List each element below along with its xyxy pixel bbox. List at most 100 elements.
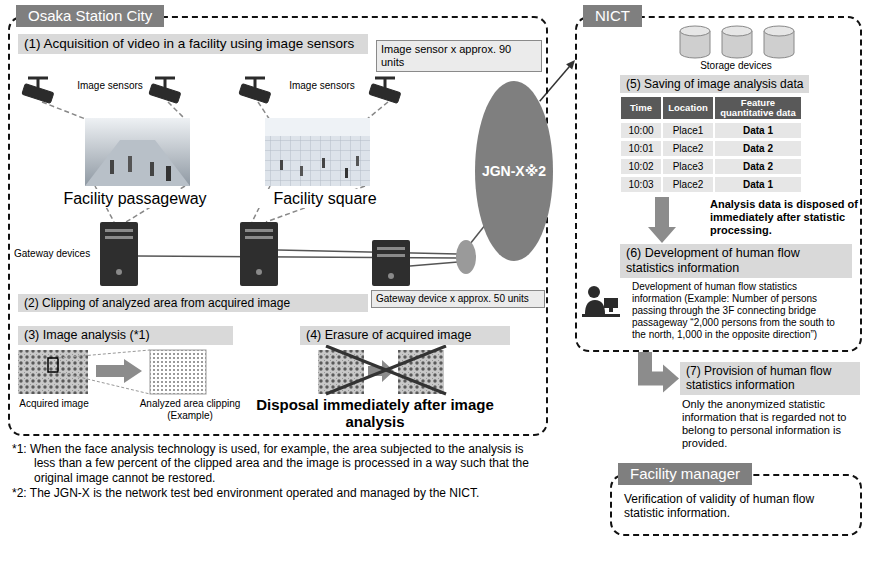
sensor-label: Image sensors	[282, 80, 362, 92]
count-box: Image sensor x approx. 90 units	[376, 40, 542, 72]
gateway-device	[100, 222, 138, 286]
table-header: Feature quantitative data	[714, 96, 802, 120]
sensor-link	[42, 102, 88, 120]
disposal-note: Disposal immediately after image analysi…	[230, 397, 520, 431]
storage-device	[680, 26, 710, 36]
facility-photo	[110, 160, 114, 174]
network-hub	[456, 240, 476, 274]
footnote: *1: When the face analysis technology is…	[12, 442, 548, 485]
sensor-link	[168, 102, 186, 120]
network-wire	[410, 262, 458, 266]
image-label: Acquired image	[12, 398, 96, 410]
table-header: Time	[620, 96, 662, 120]
count-text: Image sensor x approx. 90 units	[376, 40, 542, 72]
image-sensor	[22, 84, 54, 104]
analysis-picture	[96, 359, 142, 383]
facility-photo	[322, 158, 325, 168]
facility-photo	[356, 156, 359, 166]
gateway-device	[256, 269, 262, 275]
storage-device	[680, 26, 794, 58]
image-label: Analyzed area clipping (Example)	[132, 398, 248, 422]
image-sensor	[239, 84, 271, 104]
flow-arrow	[540, 60, 575, 101]
arrow-head	[566, 60, 575, 69]
table-cell: Data 1	[714, 122, 802, 139]
facility-photo	[85, 140, 190, 186]
manager-region: Facility managerVerification of validity…	[610, 474, 862, 536]
table-cell: Data 2	[714, 158, 802, 175]
step-title: (5) Saving of image analysis data	[620, 75, 809, 93]
gateway-device	[377, 247, 405, 250]
gateway-device	[245, 229, 273, 232]
gateway-device	[372, 240, 410, 286]
gateway-device	[388, 273, 394, 279]
network-ellipse-shape	[475, 81, 553, 261]
image-sensor	[369, 84, 401, 104]
analysis-picture	[58, 350, 150, 358]
gateway-device	[240, 222, 278, 286]
region-title: Facility manager	[618, 463, 752, 485]
facility-photo	[150, 162, 154, 176]
network-ellipse: JGN-X※2	[474, 80, 554, 262]
analysis-picture	[18, 350, 88, 394]
step-note: Only the anonymized statistic informatio…	[680, 395, 860, 454]
table-cell: Place1	[662, 122, 714, 139]
place-label: Facility passageway	[40, 189, 230, 208]
step-title: (6) Development of human flow statistics…	[620, 244, 852, 278]
disposal-note: Analysis data is disposed of immediately…	[710, 198, 860, 238]
analysis-picture	[150, 350, 206, 394]
table-cell: Place2	[662, 140, 714, 157]
table-header: Location	[662, 96, 714, 120]
storage-label: Storage devices	[672, 60, 800, 72]
analyst-icon	[609, 308, 613, 312]
step-band: (3) Image analysis (*1)	[18, 326, 233, 345]
step-title: (2) Clipping of analyzed area from acqui…	[18, 294, 368, 312]
place-label: Facility square	[255, 189, 395, 208]
analysis-picture	[18, 350, 206, 394]
table-cell: Place2	[662, 176, 714, 193]
facility-photo	[166, 166, 171, 181]
table-cell: 10:00	[620, 122, 662, 139]
step-title: (3) Image analysis (*1)	[18, 326, 233, 345]
step-title: (7) Provision of human flow statistics i…	[680, 362, 860, 395]
facility-photo	[85, 118, 370, 186]
facility-photo	[265, 118, 370, 186]
analyst-icon	[582, 286, 620, 317]
arrow-head	[663, 364, 679, 392]
step-band: (1) Acquisition of video in a facility u…	[18, 34, 368, 54]
table-cell: Data 1	[714, 176, 802, 193]
network-wire	[138, 200, 505, 266]
flow-arrow-line	[540, 66, 571, 102]
gateway-device	[116, 269, 122, 275]
table-cell: Place3	[662, 158, 714, 175]
analysis-picture	[48, 358, 58, 372]
step-band: (2) Clipping of analyzed area from acqui…	[18, 294, 368, 312]
flow-arrow	[645, 352, 679, 392]
facility-photo	[345, 168, 348, 178]
region-note: Verification of validity of human flow s…	[612, 476, 860, 531]
flow-arrow	[648, 197, 676, 243]
sensor-link	[366, 102, 388, 120]
erasure-picture	[326, 346, 446, 394]
facility-photo	[280, 160, 283, 170]
gateway-device	[377, 254, 405, 257]
facility-photo	[85, 118, 190, 186]
erasure-picture	[318, 346, 446, 394]
image-sensor	[22, 78, 401, 103]
region-title: NICT	[583, 5, 642, 27]
table-cell: 10:02	[620, 158, 662, 175]
table-cell: 10:01	[620, 140, 662, 157]
step-band: (6) Development of human flow statistics…	[620, 244, 852, 344]
sensor-link	[258, 102, 270, 120]
arrow-head	[648, 227, 676, 243]
erasure-picture	[326, 346, 446, 394]
step-title: (4) Erasure of acquired image	[300, 326, 510, 345]
facility-photo	[128, 156, 132, 172]
flow-arrow-line	[655, 197, 669, 230]
step-band: (7) Provision of human flow statistics i…	[680, 362, 860, 454]
storage-device	[722, 26, 752, 36]
analyst-icon	[604, 298, 618, 308]
region-title: Osaka Station City	[16, 5, 164, 27]
sensor-label: Image sensors	[70, 80, 150, 92]
